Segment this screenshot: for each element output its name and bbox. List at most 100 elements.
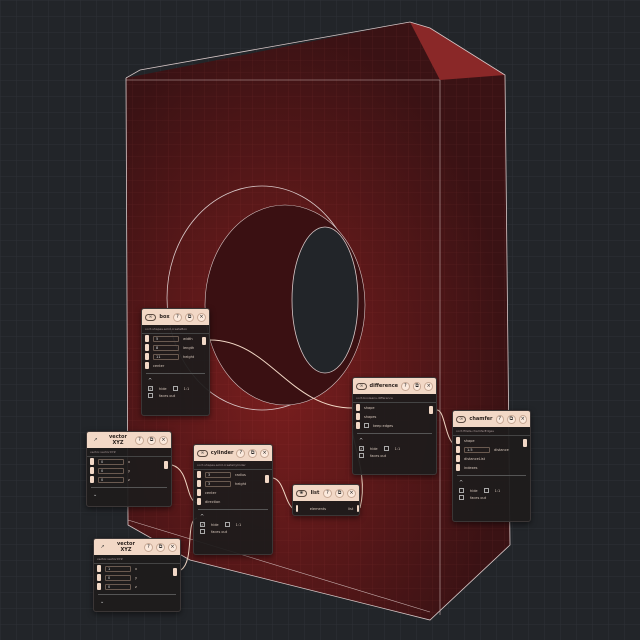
copy-button[interactable]: ⧉ [185,312,194,322]
hide-checkbox[interactable]: ✓ [148,386,153,391]
label: faces out [159,393,176,398]
copy-button[interactable]: ⧉ [156,542,165,552]
input-socket[interactable] [97,565,101,572]
output-socket[interactable] [429,406,433,414]
help-button[interactable]: ? [144,542,153,552]
input-socket[interactable] [197,498,201,505]
input-socket[interactable] [197,471,201,478]
faces-toggle[interactable] [148,393,153,398]
input-socket[interactable] [90,458,94,465]
node-subtitle: vector.vectorXYZ [94,555,180,564]
keep-edges-checkbox[interactable] [364,423,369,428]
shape-icon: ∞ [197,449,208,457]
node-title: cylinder [210,450,234,456]
help-button[interactable]: ? [135,435,144,445]
copy-button[interactable]: ⧉ [335,488,344,498]
y-input[interactable]: 0 [105,574,131,581]
input-socket[interactable] [456,437,460,444]
help-button[interactable]: ? [236,448,246,458]
faces-toggle[interactable] [359,453,364,458]
input-socket[interactable] [356,413,360,420]
hide-checkbox[interactable] [459,488,464,493]
collapse-icon[interactable]: ^ [359,438,364,444]
z-input[interactable]: 0 [98,476,124,483]
expand-icon[interactable]: ⌄ [93,492,98,498]
height-input[interactable]: 11 [153,353,179,360]
node-title: difference [369,383,399,389]
output-socket[interactable] [357,505,359,512]
node-cylinder[interactable]: ∞cylinder?⧉× occt.shapes.solid.createCyl… [193,444,273,555]
label: center [205,490,217,495]
y-input[interactable]: 0 [98,467,124,474]
copy-button[interactable]: ⧉ [507,414,516,424]
node-title: list [310,490,320,496]
copy-button[interactable]: ⧉ [412,381,422,391]
shape-icon: ∞ [456,415,467,423]
input-socket[interactable] [145,362,149,369]
output-socket[interactable] [173,568,177,576]
input-socket[interactable] [356,404,360,411]
input-socket[interactable] [456,464,460,471]
input-socket[interactable] [90,476,94,483]
output-socket[interactable] [164,461,168,469]
close-button[interactable]: × [518,414,527,424]
hide-checkbox[interactable]: ✓ [200,522,205,527]
output-socket[interactable] [202,337,206,345]
output-socket[interactable] [265,475,269,483]
close-button[interactable]: × [424,381,433,391]
node-chamfer[interactable]: ∞chamfer?⧉× occt.fillets.chamferEdges sh… [452,410,531,522]
x-input[interactable]: 1 [105,565,131,572]
faces-toggle[interactable] [200,529,205,534]
input-socket[interactable] [145,335,149,342]
label: radius [235,472,246,477]
close-button[interactable]: × [159,435,168,445]
ratio-checkbox[interactable] [483,488,489,493]
input-socket[interactable] [197,480,201,487]
ratio-checkbox[interactable] [224,522,230,527]
help-button[interactable]: ? [323,488,332,498]
close-button[interactable]: × [168,542,177,552]
input-socket[interactable] [456,446,460,453]
label: faces out [470,495,487,500]
close-button[interactable]: × [347,488,356,498]
faces-toggle[interactable] [459,495,464,500]
z-input[interactable]: 0 [105,583,131,590]
input-socket[interactable] [456,455,460,462]
input-socket[interactable] [97,583,101,590]
close-button[interactable]: × [260,448,269,458]
ratio-checkbox[interactable] [172,386,178,391]
collapse-icon[interactable]: ^ [459,480,464,486]
distance-input[interactable]: 1.5 [464,446,490,453]
collapse-icon[interactable]: ^ [200,514,205,520]
ratio-checkbox[interactable] [383,446,389,451]
length-input[interactable]: 8 [153,344,179,351]
input-socket[interactable] [197,489,201,496]
width-input[interactable]: 5 [153,335,179,342]
radius-input[interactable]: 3 [205,471,231,478]
input-socket[interactable] [145,353,149,360]
hide-checkbox[interactable]: ✓ [359,446,364,451]
input-socket[interactable] [145,344,149,351]
node-title: chamfer [469,416,493,422]
copy-button[interactable]: ⧉ [147,435,156,445]
input-socket[interactable] [356,422,360,429]
help-button[interactable]: ? [401,381,410,391]
close-button[interactable]: × [197,312,206,322]
height-input[interactable]: 3 [205,480,231,487]
expand-icon[interactable]: ⌄ [100,599,105,605]
help-button[interactable]: ? [173,312,182,322]
input-socket[interactable] [97,574,101,581]
node-difference[interactable]: ∞difference?⧉× occt.booleans.difference … [352,377,437,475]
help-button[interactable]: ? [495,414,504,424]
list-icon: ❀ [296,489,307,497]
x-input[interactable]: 0 [98,458,124,465]
input-socket[interactable] [90,467,94,474]
copy-button[interactable]: ⧉ [248,448,258,458]
collapse-icon[interactable]: ^ [148,378,153,384]
input-socket[interactable] [296,505,298,512]
output-socket[interactable] [523,439,527,447]
